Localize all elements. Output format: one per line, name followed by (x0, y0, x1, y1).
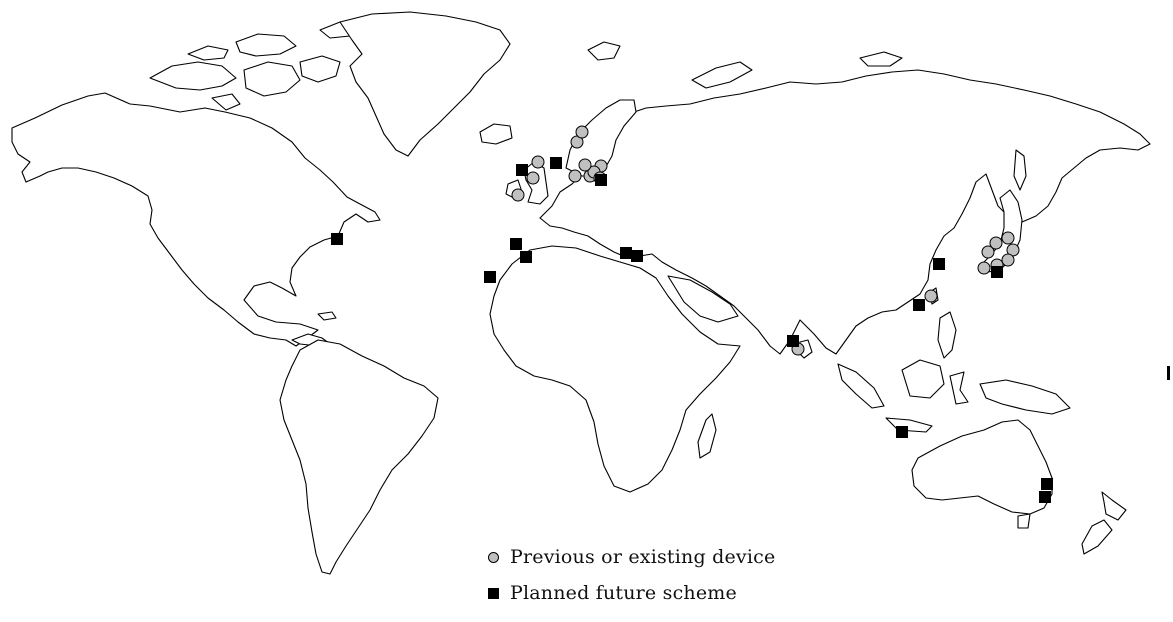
sulawesi (949, 371, 969, 405)
novaya-zemlya (691, 61, 753, 89)
planned-scheme-markers (331, 157, 1053, 503)
arctic-island (211, 93, 241, 111)
black-square-icon (488, 587, 510, 599)
existing-device-marker (989, 236, 1003, 250)
philippines (937, 311, 957, 359)
java (885, 417, 933, 433)
planned-scheme-marker (896, 426, 908, 438)
arabian-peninsula (667, 275, 739, 323)
existing-device-marker (578, 158, 592, 172)
japan (979, 189, 1023, 273)
greenland (339, 11, 511, 157)
existing-device-marker (511, 188, 525, 202)
existing-device-markers (511, 125, 1020, 356)
planned-scheme-marker (631, 250, 643, 262)
planned-scheme-marker (550, 157, 562, 169)
existing-device-marker (1001, 253, 1015, 267)
australia (911, 419, 1053, 515)
planned-scheme-marker (913, 299, 925, 311)
planned-scheme-marker (991, 266, 1003, 278)
existing-device-marker (575, 125, 589, 139)
planned-scheme-marker (510, 238, 522, 250)
map-legend: Previous or existing device Planned futu… (488, 544, 775, 616)
planned-scheme-marker (516, 164, 528, 176)
arctic-island (187, 45, 229, 61)
planned-scheme-marker (1041, 478, 1053, 490)
planned-scheme-marker (787, 335, 799, 347)
new-zealand-south (1081, 519, 1113, 555)
svalbard (587, 41, 621, 61)
arctic-island (235, 33, 297, 57)
existing-device-marker (977, 261, 991, 275)
tasmania (1017, 513, 1031, 529)
sumatra (837, 363, 885, 409)
new-guinea (979, 379, 1071, 415)
caribbean-island (317, 311, 337, 321)
planned-scheme-marker (484, 271, 496, 283)
sakhalin (1013, 149, 1027, 191)
africa (489, 245, 741, 493)
planned-scheme-marker (595, 174, 607, 186)
south-america (279, 339, 439, 575)
north-america (11, 92, 381, 347)
planned-scheme-marker (620, 247, 632, 259)
existing-device-marker (981, 245, 995, 259)
planned-scheme-marker (1039, 491, 1051, 503)
planned-scheme-marker (520, 251, 532, 263)
legend-item-planned: Planned future scheme (488, 580, 775, 606)
arctic-island (299, 55, 341, 83)
landmasses (11, 11, 1151, 575)
existing-device-marker (568, 169, 582, 183)
grey-circle-icon (488, 551, 510, 563)
madagascar (697, 413, 717, 459)
existing-device-marker (531, 155, 545, 169)
existing-device-marker (924, 289, 938, 303)
existing-device-marker (1001, 231, 1015, 245)
existing-device-marker (526, 171, 540, 185)
legend-label-existing: Previous or existing device (510, 546, 776, 568)
planned-scheme-marker (933, 258, 945, 270)
arctic-russia-island (859, 51, 903, 67)
edge-mark (1167, 366, 1170, 380)
legend-label-planned: Planned future scheme (510, 582, 737, 604)
iceland (479, 123, 513, 145)
borneo (901, 359, 945, 399)
arctic-island (243, 61, 301, 97)
arctic-island (149, 61, 237, 91)
planned-scheme-marker (331, 233, 343, 245)
new-zealand-north (1101, 491, 1127, 521)
legend-item-existing: Previous or existing device (488, 544, 775, 570)
